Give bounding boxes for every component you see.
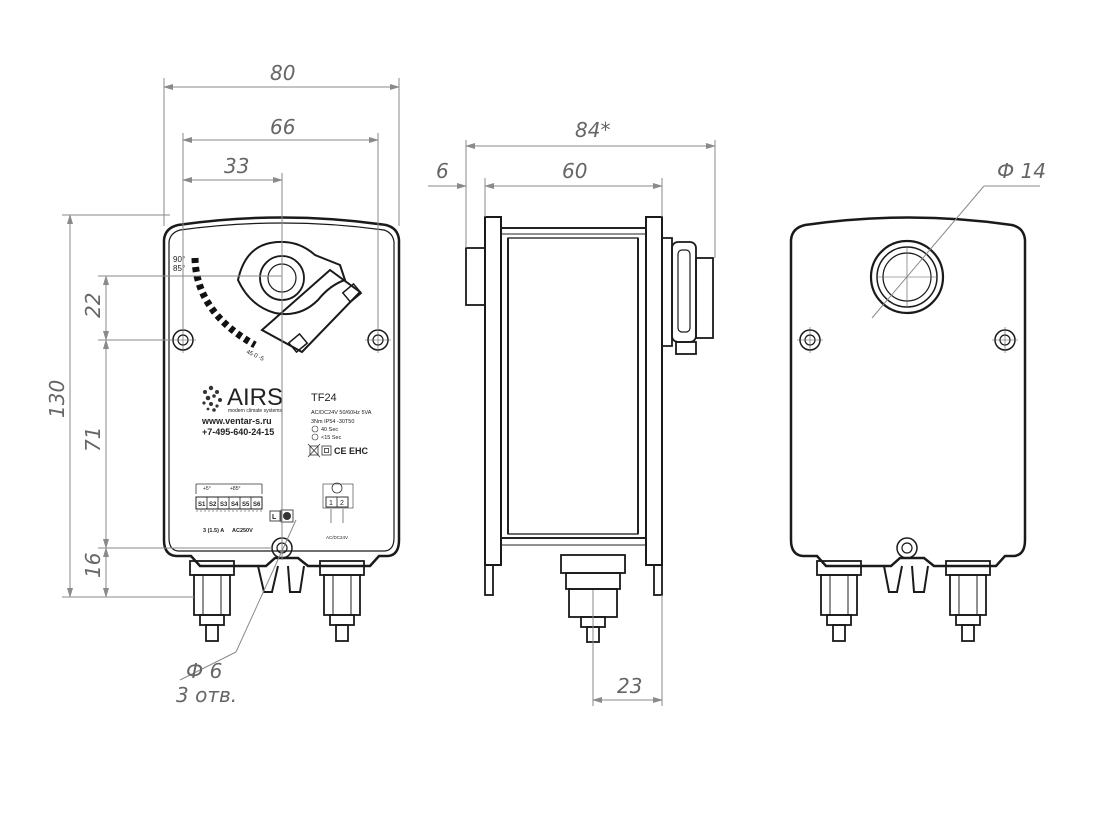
phone-text: +7-495-640-24-15 [202, 427, 274, 437]
mounting-hole-right [365, 327, 391, 353]
back-hole-bottom [896, 537, 918, 559]
spec-torque: 3Nm IP54 -30T50 [311, 419, 354, 425]
back-hole-left [797, 327, 823, 353]
terminal-s1: S1 [198, 502, 206, 508]
terminal-s6: S6 [253, 502, 261, 508]
cable-gland-left [189, 560, 235, 642]
weee-bin-icon [307, 443, 321, 458]
spec-return-time: <15 Sec [321, 435, 342, 441]
switch-angle-b: +85° [230, 486, 240, 492]
terminal-s4: S4 [231, 502, 239, 508]
manual-lock: L [269, 509, 294, 523]
power-terminal-1: 1 [329, 500, 333, 507]
dim-hole-spacing: 66 [270, 115, 295, 139]
switch-angle-a: +5° [203, 486, 211, 492]
terminal-s2: S2 [209, 502, 217, 508]
angle-label-90: 90° [173, 255, 185, 264]
airs-logo: AIRS modern climate systems [202, 384, 283, 414]
dim-overall-width: 80 [270, 61, 295, 85]
spec-run-time: 40 Sec [321, 427, 338, 433]
power-terminal: 1 2 AC/DC24V [322, 482, 354, 540]
side-dimensions: 84* 60 6 23 [428, 118, 716, 706]
dim-flange: 6 [436, 159, 449, 183]
terminal-s5: S5 [242, 502, 250, 508]
lock-knob-icon [283, 512, 291, 520]
back-dimensions: Ф 14 [871, 159, 1046, 319]
back-gland-right [945, 560, 991, 642]
angle-label-low: 45 0 -5 [245, 349, 265, 363]
brand-name: AIRS [227, 384, 283, 411]
spec-power: AC/DC24V 50/60Hz 5VA [311, 410, 372, 416]
cert-marks: CE EHC [334, 446, 369, 456]
website-text: www.ventar-s.ru [201, 416, 272, 426]
clock-icon [311, 425, 319, 433]
back-hole-right [992, 327, 1018, 353]
dim-bottom-offset: 16 [81, 553, 105, 578]
side-view [465, 216, 714, 643]
angle-label-85: 85° [173, 264, 185, 273]
double-insulation-icon [321, 445, 332, 456]
dim-hole-diameter: Ф 6 [186, 659, 222, 683]
power-terminal-2: 2 [340, 500, 344, 507]
power-label: AC/DC24V [326, 535, 348, 540]
dim-connector-offset: 23 [617, 674, 642, 698]
switch-rating: 3 (1.5) A [203, 528, 224, 534]
terminal-s3: S3 [220, 502, 228, 508]
dim-depth-total: 84* [575, 118, 610, 142]
front-dimensions: 80 66 33 130 22 71 16 Ф 6 3 отв. [45, 61, 400, 707]
dim-overall-height: 130 [45, 380, 69, 418]
dim-top-to-holes: 22 [81, 293, 105, 318]
cable-gland-right [319, 560, 365, 642]
dim-shaft-diameter: Ф 14 [997, 159, 1046, 183]
output-shaft [869, 239, 945, 315]
mounting-hole-left [170, 327, 196, 353]
aux-switch-terminal: +5° +85° S1 S2 S3 S4 S5 S6 3 (1.5) A AC2… [195, 483, 263, 534]
back-view [789, 216, 1027, 642]
switch-voltage: AC250V [232, 528, 253, 534]
back-gland-left [816, 560, 862, 642]
dim-body-depth: 60 [562, 159, 587, 183]
spring-icon [311, 433, 319, 441]
dim-hole-count: 3 отв. [176, 683, 237, 707]
brand-tagline: modern climate systems [228, 408, 282, 414]
logo-dots-icon [202, 385, 222, 412]
shaft-clamp [236, 240, 363, 354]
dim-half-spacing: 33 [224, 154, 249, 178]
power-icon [331, 482, 343, 494]
model-name: TF24 [311, 392, 337, 404]
angle-scale [191, 257, 257, 349]
dim-holes-to-bottom: 71 [81, 427, 105, 452]
lock-label: L [272, 514, 277, 521]
